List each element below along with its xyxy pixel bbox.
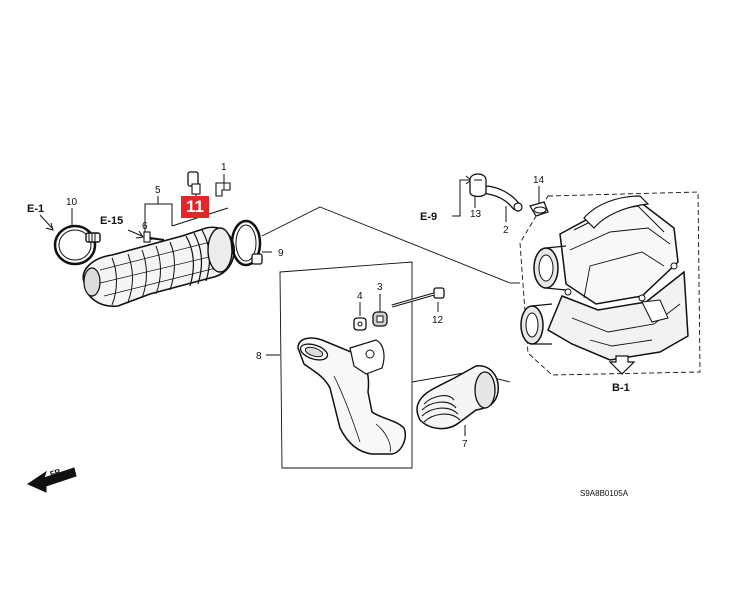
reference-arrow-line bbox=[127, 229, 143, 237]
intake-tube-rib bbox=[95, 251, 231, 285]
callout-2: 2 bbox=[503, 225, 509, 236]
intake-tube-outlet bbox=[207, 227, 233, 273]
clamp-screw bbox=[251, 253, 263, 265]
air-cleaner-snorkel bbox=[583, 195, 650, 229]
callout-3: 3 bbox=[377, 282, 383, 293]
resonator-bracket-hole bbox=[365, 349, 375, 359]
resonator-group-frame bbox=[279, 261, 413, 469]
reference-arrow-head bbox=[45, 222, 54, 231]
air-cleaner-lid-ridge bbox=[583, 251, 665, 299]
front-direction-label: FR. bbox=[49, 466, 64, 479]
reference-label-e1: E-1 bbox=[27, 203, 44, 215]
air-cleaner-mount bbox=[641, 299, 669, 323]
callout-5: 5 bbox=[155, 185, 161, 196]
leader-box-line bbox=[261, 206, 511, 284]
air-inlet-duct-mouth bbox=[474, 371, 496, 409]
callout-1: 1 bbox=[221, 162, 227, 173]
leader-line bbox=[144, 203, 173, 233]
intake-tube-bellows bbox=[127, 253, 133, 303]
intake-air-sensor-body bbox=[191, 183, 201, 195]
breather-hose-end bbox=[513, 202, 523, 212]
air-cleaner-frame bbox=[519, 191, 701, 376]
air-cleaner-fastener bbox=[564, 288, 572, 296]
intake-tube-rib bbox=[99, 237, 227, 271]
air-cleaner-inlet-inner bbox=[525, 312, 539, 338]
callout-8: 8 bbox=[256, 351, 262, 362]
intake-tube-inlet bbox=[83, 267, 101, 297]
intake-tube-bellows bbox=[141, 249, 147, 299]
mounting-bolt bbox=[433, 287, 445, 299]
diagram-code: S9A8B0105A bbox=[580, 489, 629, 498]
reference-label-b1: B-1 bbox=[612, 382, 630, 394]
air-cleaner-case-rib bbox=[571, 303, 681, 333]
flange-nut-center bbox=[357, 321, 363, 327]
callout-7: 7 bbox=[462, 439, 468, 450]
air-cleaner-lid-ridge bbox=[569, 227, 671, 251]
air-cleaner-fastener bbox=[670, 262, 678, 270]
hose-clamp-large bbox=[58, 229, 92, 261]
air-inlet-duct-bellows bbox=[423, 395, 455, 405]
clamp-screw bbox=[85, 232, 101, 243]
mounting-bolt-shank bbox=[149, 237, 165, 241]
air-inlet-duct-bellows bbox=[421, 401, 457, 411]
intake-tube-bellows bbox=[193, 232, 203, 285]
callout-4: 4 bbox=[357, 291, 363, 302]
air-cleaner-fastener bbox=[638, 294, 646, 302]
mounting-grommet-core bbox=[376, 315, 384, 323]
reference-arrow-line bbox=[452, 179, 470, 217]
hose-clip bbox=[215, 182, 231, 197]
air-inlet-duct-bellows bbox=[421, 407, 459, 417]
front-direction-arrow bbox=[26, 467, 77, 493]
hose-clip bbox=[469, 173, 487, 198]
highlighted-part-badge[interactable]: 11 bbox=[181, 196, 209, 218]
hose-clip-ring bbox=[533, 206, 547, 214]
air-cleaner-case-rib bbox=[589, 339, 653, 347]
resonator-rib bbox=[333, 375, 361, 443]
callout-6: 6 bbox=[142, 221, 148, 232]
intake-tube-bellows bbox=[185, 235, 195, 287]
air-cleaner-case bbox=[547, 270, 689, 361]
reference-label-e15: E-15 bbox=[100, 215, 123, 227]
resonator-port-inner bbox=[304, 346, 324, 358]
air-inlet-duct-bellows bbox=[423, 413, 461, 423]
hose-clamp-large bbox=[53, 224, 97, 266]
reference-arrow-line bbox=[39, 214, 53, 229]
hose-clamp-outlet bbox=[230, 219, 262, 267]
air-cleaner-outlet-neck bbox=[545, 245, 567, 291]
breather-hose bbox=[484, 186, 520, 210]
callout-14: 14 bbox=[533, 175, 545, 186]
intake-tube-bellows bbox=[111, 257, 117, 306]
air-cleaner-inlet-neck bbox=[531, 303, 553, 345]
intake-tube-bellows bbox=[169, 241, 175, 291]
reference-label-e9: E-9 bbox=[420, 211, 437, 223]
mounting-bolt bbox=[143, 231, 151, 243]
hose-clamp-outlet bbox=[235, 224, 257, 262]
callout-10: 10 bbox=[66, 197, 78, 208]
reference-arrow-head bbox=[608, 355, 636, 375]
air-cleaner-outlet-inner bbox=[538, 254, 554, 282]
intake-tube-bellows bbox=[155, 245, 161, 295]
callout-13: 13 bbox=[470, 209, 482, 220]
air-cleaner-lid bbox=[559, 201, 679, 305]
callout-12: 12 bbox=[432, 315, 444, 326]
reference-arrow-head bbox=[135, 230, 144, 239]
resonator-rib bbox=[375, 423, 391, 453]
flange-nut bbox=[353, 317, 367, 331]
intake-tube-rib bbox=[103, 265, 225, 297]
callout-9: 9 bbox=[278, 248, 284, 259]
mounting-bolt-shank bbox=[391, 293, 435, 307]
